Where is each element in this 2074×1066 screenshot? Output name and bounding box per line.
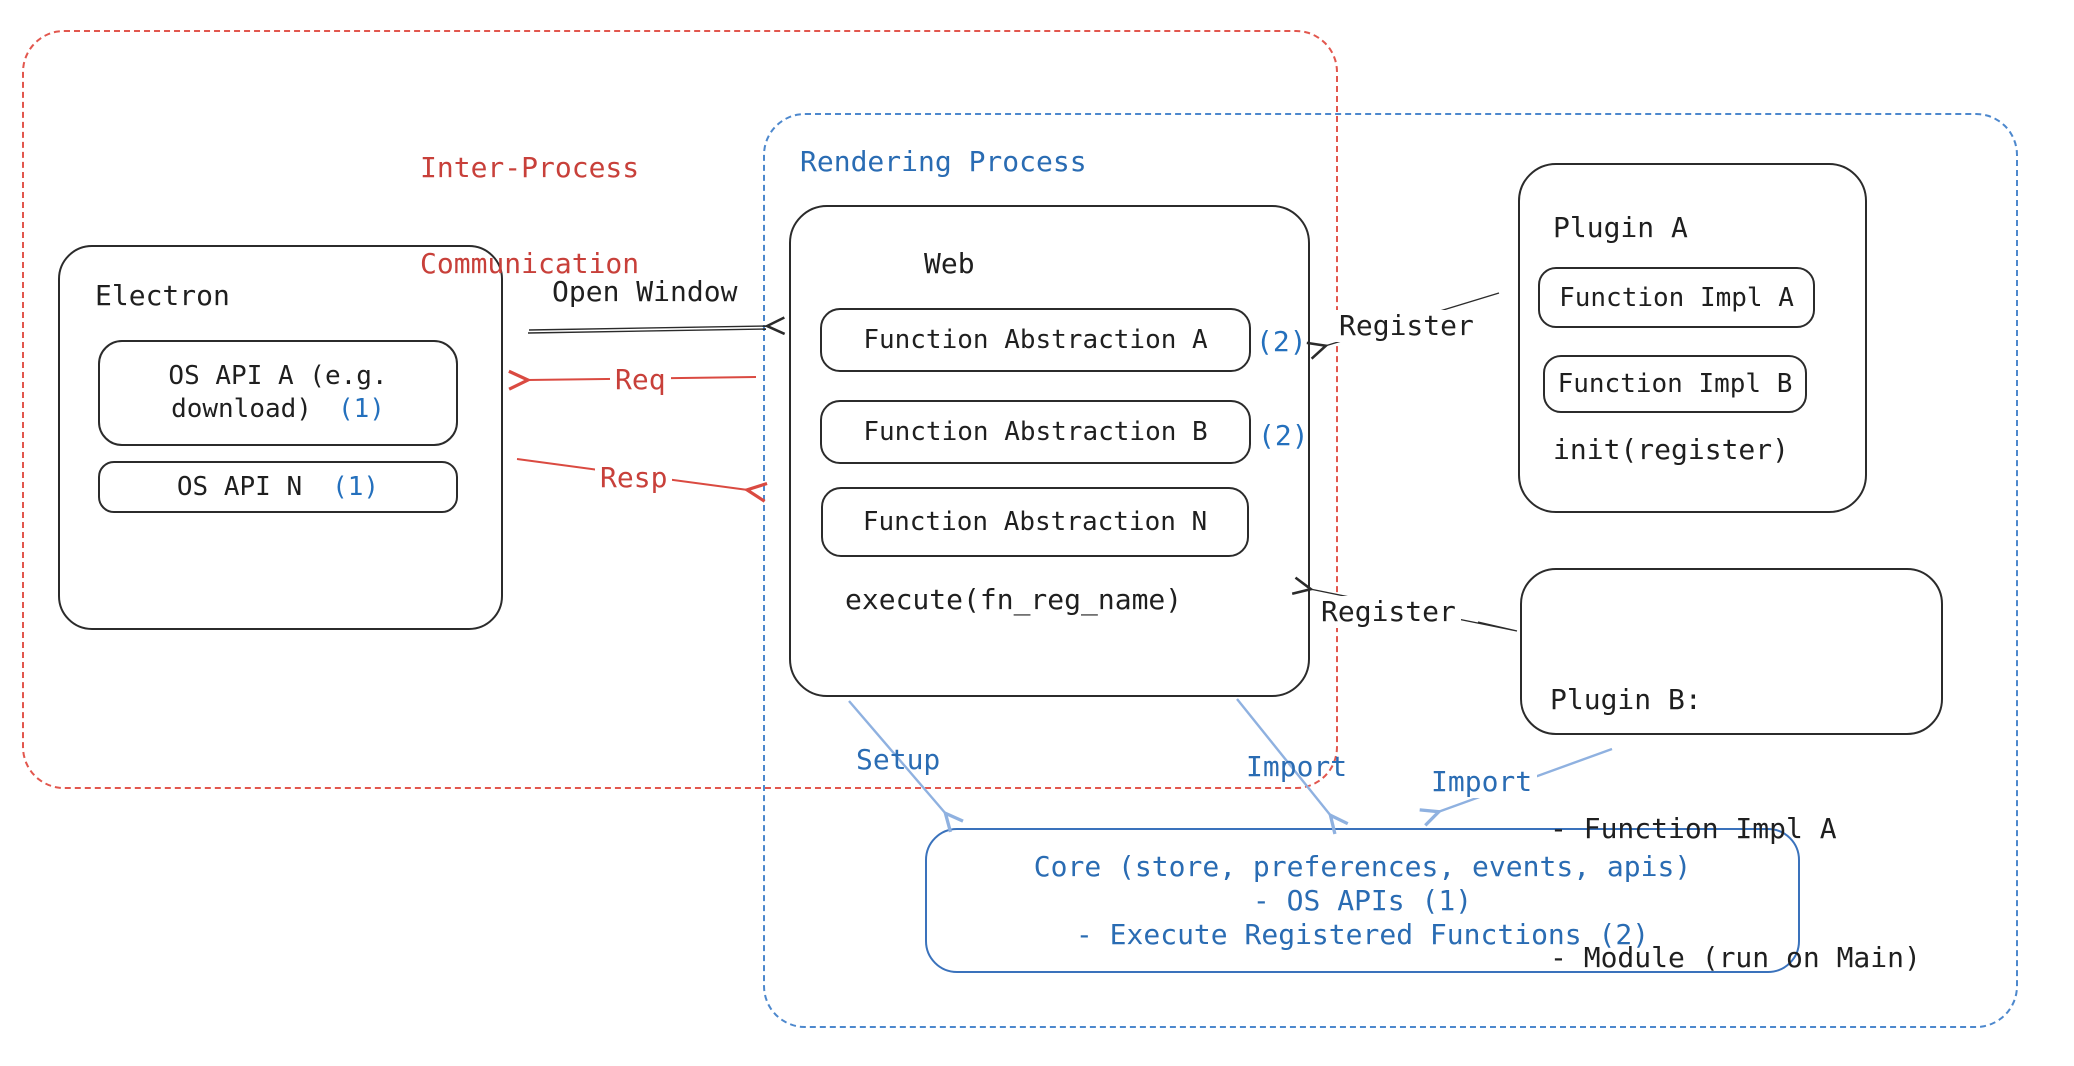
function-abstraction-a-ref: (2) (1256, 325, 1307, 358)
req-label: Req (610, 364, 671, 396)
ipc-group-label: Inter-Process Communication (420, 88, 639, 344)
os-api-n-label: OS API N (1) (98, 461, 458, 513)
register-a-label: Register (1334, 310, 1479, 342)
plugin-a-title: Plugin A (1553, 211, 1688, 244)
ipc-label-line1: Inter-Process (420, 151, 640, 184)
ipc-label-line2: Communication (420, 247, 640, 280)
os-api-n-text: OS API N (176, 472, 303, 502)
os-api-a-line1: OS API A (e.g. (168, 361, 388, 391)
open-window-label: Open Window (552, 275, 738, 308)
web-title: Web (924, 247, 975, 280)
core-line3: - Execute Registered Functions (2) (1075, 917, 1650, 951)
os-api-a-box (98, 340, 458, 446)
import-plugin-label: Import (1426, 766, 1538, 798)
plugin-a-box (1518, 163, 1867, 513)
plugin-b-box (1520, 568, 1943, 735)
function-abstraction-b-ref: (2) (1258, 419, 1309, 452)
os-api-a-label: OS API A (e.g. download) (1) (98, 340, 458, 446)
plugin-b-title: Plugin B: (1550, 683, 1702, 716)
register-b-label: Register (1316, 596, 1461, 628)
resp-label: Resp (595, 462, 673, 494)
plugin-a-init-label: init(register) (1553, 433, 1790, 466)
plugin-a-impl-a-box (1538, 267, 1815, 328)
os-api-n-box (98, 461, 458, 513)
plugin-b-item-2: - Module (run on Main) (1550, 941, 1921, 974)
plugin-b-item-1: - Function Impl A (1550, 812, 1837, 845)
function-abstraction-b-box (820, 400, 1251, 464)
function-abstraction-a-box (820, 308, 1251, 372)
execute-label: execute(fn_reg_name) (845, 583, 1183, 616)
function-abstraction-b-label: Function Abstraction B (863, 417, 1208, 447)
core-line2: - OS APIs (1) (1252, 883, 1473, 917)
core-box (925, 828, 1800, 973)
rendering-process-label: Rendering Process (800, 145, 1087, 178)
os-api-a-line2: download) (171, 394, 312, 424)
electron-title: Electron (95, 279, 230, 312)
core-content: Core (store, preferences, events, apis) … (925, 828, 1800, 973)
rendering-process-group-box (763, 113, 2018, 1028)
ipc-group-box (22, 30, 1338, 789)
plugin-b-content: Plugin B: - Function Impl A - Module (ru… (1550, 592, 1921, 1065)
os-api-n-ref: (1) (332, 472, 380, 502)
plugin-a-impl-b-box (1543, 355, 1807, 413)
function-abstraction-n-label: Function Abstraction N (862, 507, 1208, 537)
core-line1: Core (store, preferences, events, apis) (1033, 849, 1692, 883)
function-abstraction-n-box (821, 487, 1249, 557)
os-api-a-ref: (1) (337, 394, 385, 424)
function-abstraction-a-label: Function Abstraction A (863, 325, 1208, 355)
import-core-label: Import (1246, 750, 1348, 783)
setup-label: Setup (856, 743, 941, 776)
plugin-a-impl-a-label: Function Impl A (1559, 282, 1794, 313)
plugin-a-impl-b-label: Function Impl B (1557, 369, 1793, 399)
